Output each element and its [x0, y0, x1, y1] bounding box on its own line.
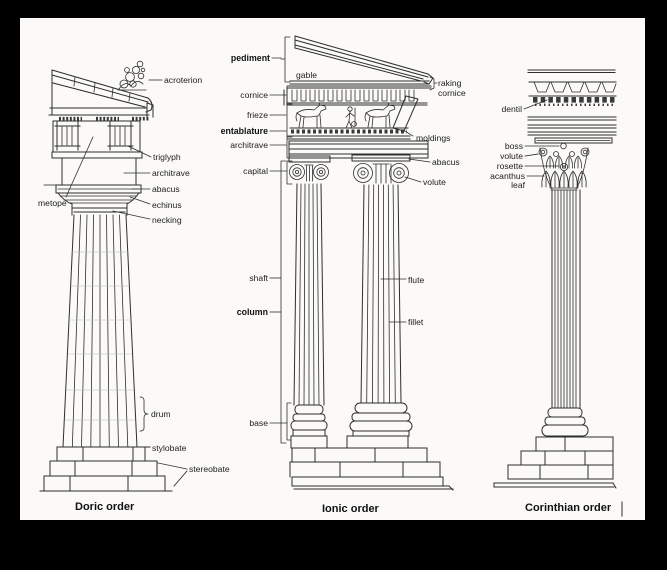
label-boss: boss: [505, 141, 523, 151]
doric-labels: acroterion triglyph architrave abacus me…: [38, 75, 230, 513]
label-stylobate: stylobate: [152, 443, 187, 453]
label-acanthus: acanthus: [490, 171, 525, 181]
ionic-base-right: [346, 402, 413, 449]
label-fillet: fillet: [408, 317, 424, 327]
label-rosette: rosette: [497, 161, 523, 171]
corinthian-drawing: [493, 69, 623, 517]
ionic-leader-lines: [269, 94, 431, 424]
label-pediment: pediment: [231, 53, 270, 63]
ionic-capital-right: [351, 154, 411, 184]
caption-doric-order: Doric order: [75, 501, 135, 513]
doric-leader-lines: [65, 79, 188, 487]
ionic-base-left: [290, 404, 328, 449]
label-capital: capital: [243, 166, 268, 176]
label-base: base: [249, 418, 268, 428]
caption-corinthian-order: Corinthian order: [525, 502, 612, 514]
label-corinthian-volute: volute: [500, 151, 523, 161]
label-raking-cornice: cornice: [438, 88, 466, 98]
label-ionic-architrave: architrave: [230, 140, 268, 150]
ionic-drawing: [269, 35, 454, 491]
label-metope: metope: [38, 198, 67, 208]
label-doric-architrave: architrave: [152, 168, 190, 178]
label-frieze: frieze: [247, 110, 268, 120]
ionic-labels: pediment gable raking cornice cornice fr…: [221, 53, 466, 515]
caption-ionic-order: Ionic order: [322, 503, 380, 515]
label-doric-abacus: abacus: [152, 184, 180, 194]
label-echinus: echinus: [152, 200, 182, 210]
label-ionic-abacus: abacus: [432, 157, 460, 167]
label-ionic-volute: volute: [423, 177, 446, 187]
label-column: column: [237, 307, 268, 317]
ionic-capital-left: [288, 155, 331, 182]
label-gable: gable: [296, 70, 317, 80]
label-cornice: cornice: [240, 90, 268, 100]
frieze-figures: [295, 102, 396, 129]
acroterion-sculpture: [117, 60, 147, 91]
label-acroterion: acroterion: [164, 75, 202, 85]
label-flute: flute: [408, 275, 424, 285]
corinthian-capital: [538, 142, 590, 191]
corinthian-leader-lines: [523, 99, 560, 177]
label-necking: necking: [152, 215, 182, 225]
label-stereobate: stereobate: [189, 464, 230, 474]
doric-drawing: [39, 60, 188, 492]
corinthian-base: [541, 407, 589, 437]
label-dentil: dentil: [501, 104, 522, 114]
paper: [20, 18, 645, 520]
label-raking: raking: [438, 78, 462, 88]
corinthian-labels: dentil boss volute rosette acanthus leaf…: [490, 104, 612, 514]
label-shaft: shaft: [249, 273, 268, 283]
label-triglyph: triglyph: [153, 152, 181, 162]
label-drum: drum: [151, 409, 171, 419]
label-leaf: leaf: [511, 180, 525, 190]
label-entablature: entablature: [221, 126, 269, 136]
label-moldings: moldings: [416, 133, 450, 143]
